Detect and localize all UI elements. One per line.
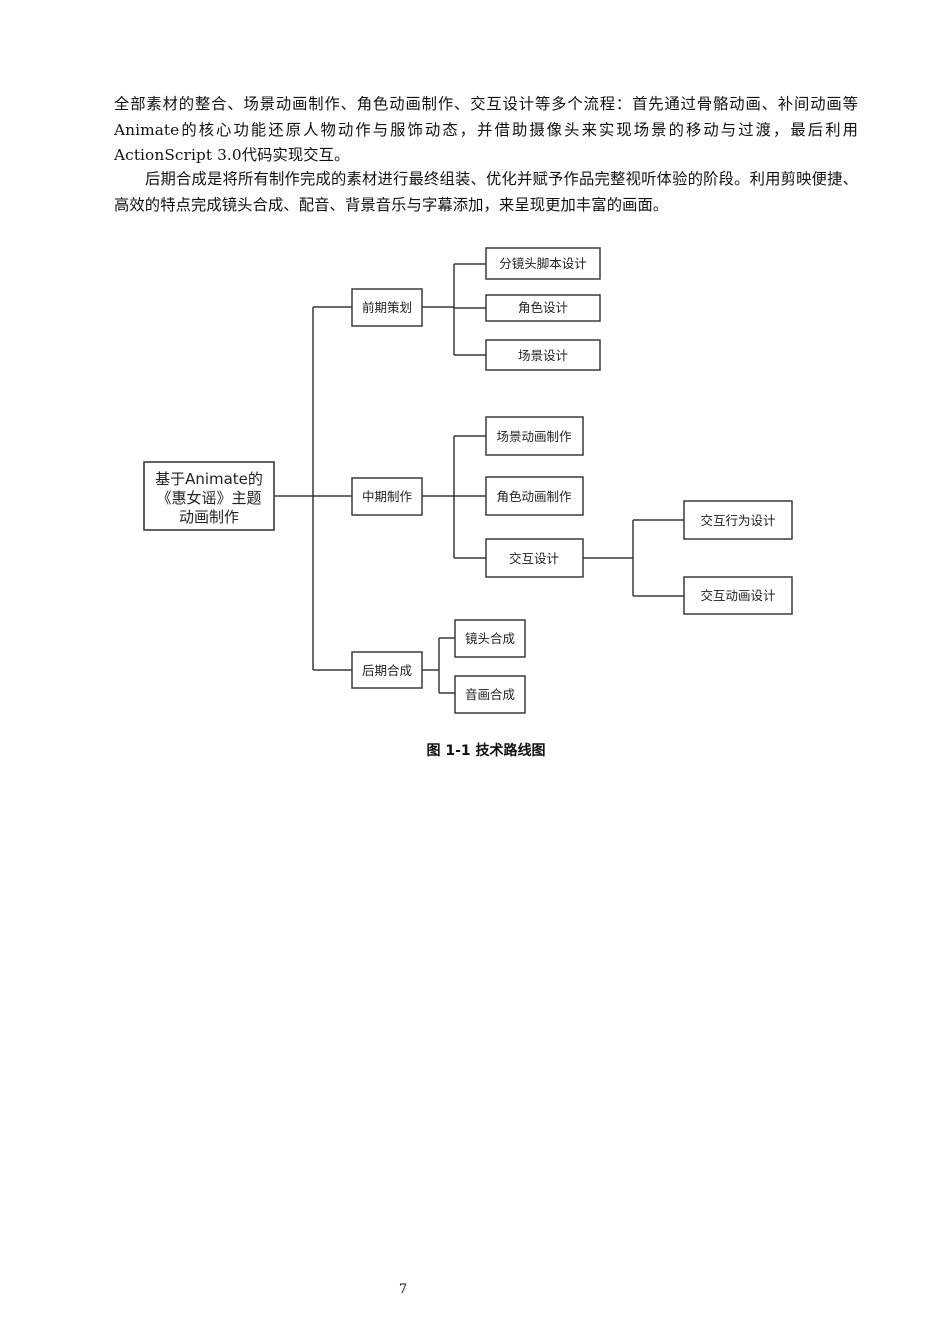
svg-text:分镜头脚本设计: 分镜头脚本设计 (499, 256, 587, 271)
connector-root-stages (274, 306, 352, 671)
connector-stage1-children (422, 263, 486, 356)
root-line-2: 《惠女谣》主题 (156, 489, 261, 507)
connector-stage2-children (422, 435, 486, 559)
svg-text:音画合成: 音画合成 (465, 687, 515, 702)
node-interaction-animation: 交互动画设计 (683, 576, 793, 615)
node-interaction-behavior: 交互行为设计 (683, 500, 793, 540)
technical-roadmap-diagram: 基于Animate的 《惠女谣》主题 动画制作 前期策划 中期制作 后期合成 分… (143, 247, 793, 714)
connector-interaction-children (583, 519, 684, 597)
svg-text:交互动画设计: 交互动画设计 (700, 588, 775, 603)
page-number: 7 (398, 1282, 408, 1297)
node-interaction-design: 交互设计 (485, 538, 584, 578)
body-paragraph-2: 后期合成是将所有制作完成的素材进行最终组装、优化并赋予作品完整视听体验的阶段。利… (114, 170, 858, 214)
figure-caption: 图 1-1 技术路线图 (426, 743, 546, 759)
root-line-3: 动画制作 (179, 508, 239, 526)
node-audio-visual-compositing: 音画合成 (454, 675, 526, 714)
connector-stage3-children (422, 637, 455, 694)
svg-text:交互设计: 交互设计 (509, 551, 559, 566)
node-scene-design: 场景设计 (485, 339, 601, 371)
svg-text:角色设计: 角色设计 (518, 300, 568, 315)
diagram-connectors (274, 263, 684, 694)
root-node: 基于Animate的 《惠女谣》主题 动画制作 (143, 461, 275, 531)
root-line-1: 基于Animate的 (155, 470, 263, 488)
svg-text:中期制作: 中期制作 (362, 489, 413, 504)
node-shot-compositing: 镜头合成 (454, 619, 526, 658)
svg-text:交互行为设计: 交互行为设计 (700, 513, 775, 528)
stage-node-preproduction: 前期策划 (351, 288, 423, 327)
node-character-animation: 角色动画制作 (485, 476, 584, 516)
stage-node-postproduction: 后期合成 (351, 651, 423, 689)
node-scene-animation: 场景动画制作 (485, 416, 584, 456)
svg-text:前期策划: 前期策划 (362, 300, 412, 315)
body-paragraph-1: 全部素材的整合、场景动画制作、角色动画制作、交互设计等多个流程：首先通过骨骼动画… (114, 95, 858, 164)
node-storyboard-script: 分镜头脚本设计 (485, 247, 601, 280)
stage-node-production: 中期制作 (351, 477, 423, 516)
svg-text:镜头合成: 镜头合成 (465, 631, 515, 646)
svg-text:场景动画制作: 场景动画制作 (496, 429, 572, 444)
svg-text:角色动画制作: 角色动画制作 (496, 489, 572, 504)
svg-text:场景设计: 场景设计 (518, 348, 568, 363)
node-character-design: 角色设计 (485, 294, 601, 322)
svg-text:后期合成: 后期合成 (362, 663, 412, 678)
